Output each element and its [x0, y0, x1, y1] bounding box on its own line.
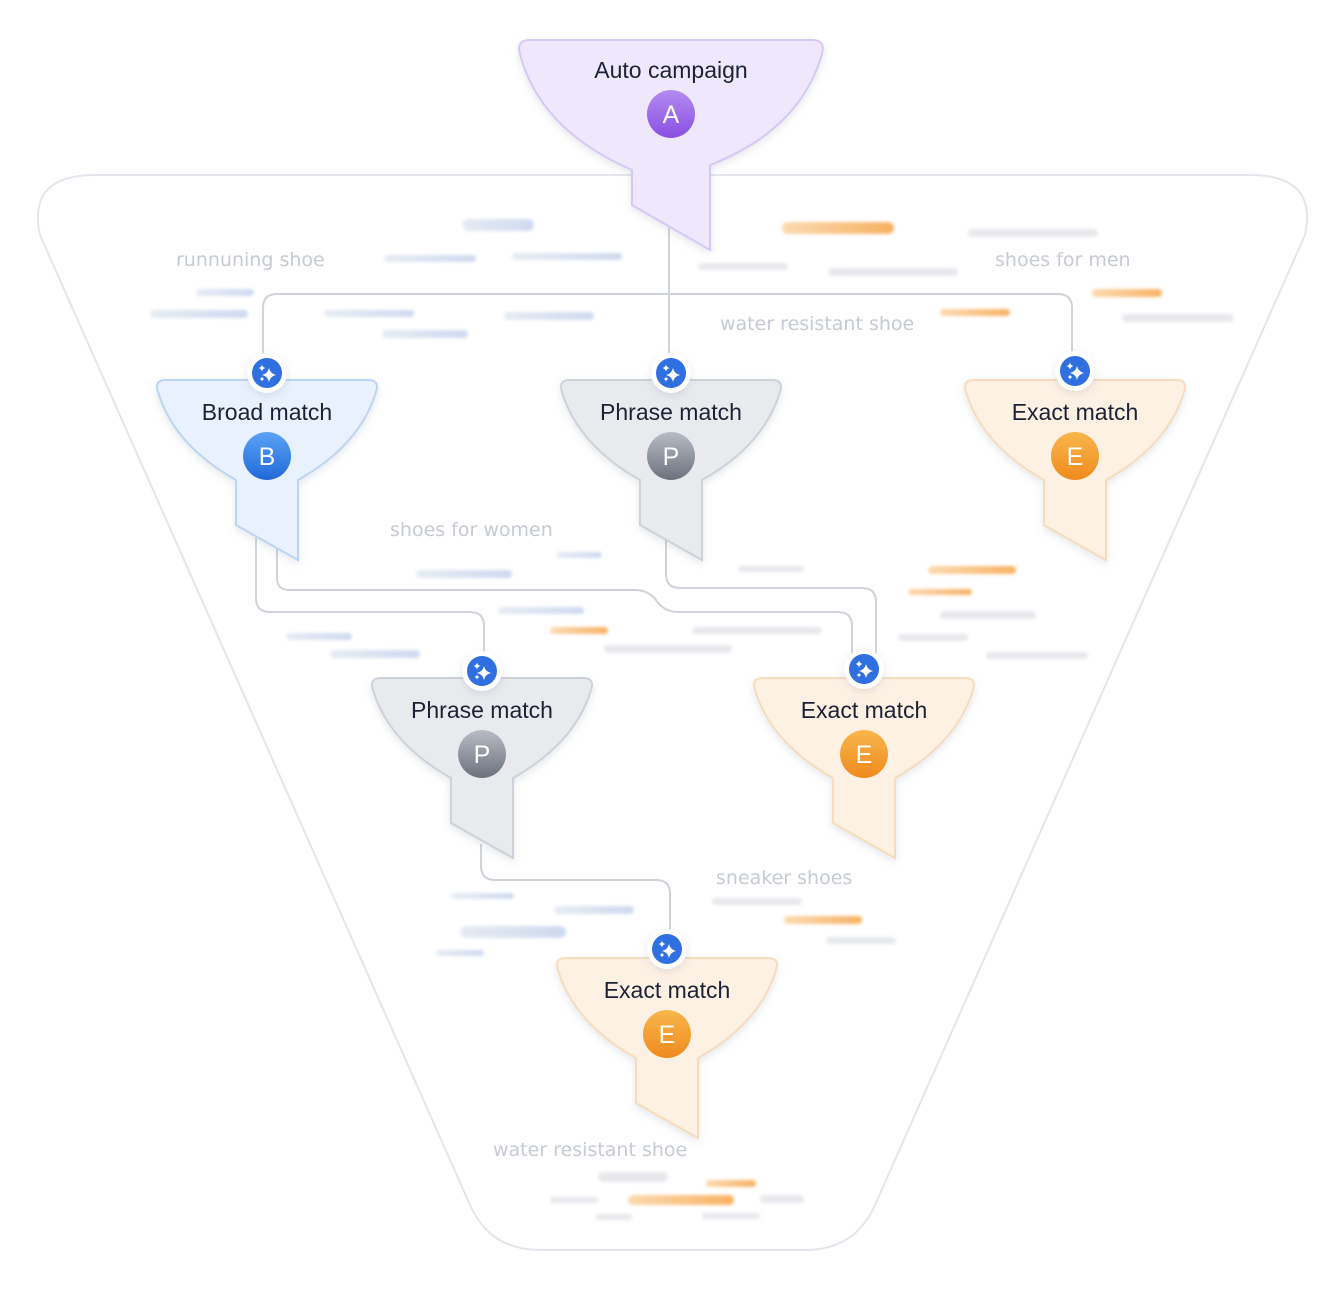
decorative-bar — [908, 589, 972, 595]
connector-broad-to-exact-2 — [276, 548, 853, 656]
badge-letter: B — [259, 443, 276, 471]
badge-e-icon — [840, 730, 888, 778]
decorative-bar — [698, 263, 788, 270]
badge-p-icon — [458, 730, 506, 778]
decorative-bar — [598, 1172, 668, 1182]
keyword-label: shoes for women — [390, 519, 553, 541]
decorative-bar — [416, 570, 512, 578]
decorative-bar — [940, 309, 1010, 316]
badge-b-icon — [243, 432, 291, 480]
connector-phrase-2-to-exact-3 — [480, 844, 671, 935]
decorative-bar — [330, 650, 420, 658]
keyword-labels: runnuning shoe shoes for men water resista… — [176, 249, 1131, 1161]
decorative-bar — [324, 310, 414, 317]
decorative-bar — [928, 566, 1016, 574]
decorative-bar — [828, 268, 958, 276]
badge-letter: A — [663, 101, 680, 129]
keyword-label: shoes for men — [995, 249, 1131, 271]
node-title: Exact match — [604, 977, 731, 1003]
decorative-bar — [628, 1195, 734, 1205]
decorative-bar — [760, 1195, 804, 1203]
decorative-bar — [150, 310, 248, 318]
decorative-bar — [706, 1180, 756, 1187]
node-title: Phrase match — [600, 399, 742, 425]
keyword-label: runnuning shoe — [176, 249, 325, 271]
decorative-bar — [702, 1213, 760, 1219]
badge-letter: E — [659, 1021, 676, 1049]
funnel-node-exact-match-1[interactable]: Exact match E — [964, 379, 1186, 562]
decorative-bar — [782, 222, 894, 234]
funnel-node-exact-match-3[interactable]: Exact match E — [556, 957, 778, 1140]
connector-phrase-1-to-exact-2 — [665, 540, 877, 656]
decorative-bar — [550, 1197, 598, 1203]
badge-p-icon — [647, 432, 695, 480]
decorative-bar — [692, 627, 822, 634]
sparkle-icon — [844, 649, 884, 689]
decorative-bars — [150, 219, 1234, 1220]
node-title: Exact match — [1012, 399, 1139, 425]
funnel-container — [36, 174, 1309, 1251]
connector-auto-to-exact-1 — [669, 293, 1073, 358]
badge-letter: P — [474, 741, 491, 769]
decorative-bar — [556, 552, 602, 558]
decorative-bar — [512, 253, 622, 260]
decorative-bar — [436, 950, 484, 956]
funnel-node-broad-match[interactable]: Broad match B — [156, 379, 378, 562]
decorative-bar — [784, 916, 862, 924]
badge-letter: E — [856, 741, 873, 769]
decorative-bar — [498, 607, 584, 614]
sparkle-icon — [1055, 351, 1095, 391]
decorative-bar — [504, 312, 594, 320]
badge-letter: P — [663, 443, 680, 471]
badge-letter: E — [1067, 443, 1084, 471]
sparkle-icon — [651, 353, 691, 393]
keyword-label: water resistant shoe — [720, 313, 914, 335]
decorative-bar — [596, 1214, 632, 1220]
badge-e-icon — [643, 1010, 691, 1058]
keyword-label: water resistant shoe — [493, 1139, 687, 1161]
decorative-bar — [196, 289, 254, 296]
funnel-node-phrase-match-1[interactable]: Phrase match P — [560, 379, 782, 562]
decorative-bar — [1092, 289, 1162, 297]
decorative-bar — [940, 611, 1036, 619]
decorative-bar — [550, 627, 608, 634]
sparkle-icon — [462, 651, 502, 691]
connector-auto-to-broad — [262, 293, 669, 358]
sparkle-icon — [247, 353, 287, 393]
node-title: Exact match — [801, 697, 928, 723]
keyword-label: sneaker shoes — [716, 867, 852, 889]
sparkle-icon — [647, 929, 687, 969]
badge-e-icon — [1051, 432, 1099, 480]
decorative-bar — [460, 926, 566, 938]
decorative-bar — [986, 652, 1088, 659]
decorative-bar — [384, 255, 476, 262]
ai-badges — [247, 351, 1095, 969]
decorative-bar — [968, 229, 1098, 237]
decorative-bar — [738, 566, 804, 572]
funnel-node-exact-match-2[interactable]: Exact match E — [753, 677, 975, 860]
decorative-bar — [452, 893, 514, 899]
node-title: Auto campaign — [594, 57, 747, 83]
connector-broad-to-phrase-2 — [255, 538, 485, 656]
funnel-node-phrase-match-2[interactable]: Phrase match P — [371, 677, 593, 860]
node-title: Phrase match — [411, 697, 553, 723]
decorative-bar — [462, 219, 534, 231]
connectors — [255, 228, 1073, 935]
decorative-bar — [898, 634, 968, 641]
decorative-bar — [554, 906, 634, 914]
funnel-node-auto-campaign[interactable]: Auto campaign A — [518, 39, 824, 252]
decorative-bar — [826, 937, 896, 944]
decorative-bar — [712, 898, 802, 905]
decorative-bar — [286, 633, 352, 640]
decorative-bar — [604, 645, 732, 653]
decorative-bar — [382, 330, 468, 338]
node-title: Broad match — [202, 399, 332, 425]
funnel-shape — [518, 39, 824, 252]
badge-a-icon — [647, 90, 695, 138]
decorative-bar — [1122, 314, 1234, 322]
